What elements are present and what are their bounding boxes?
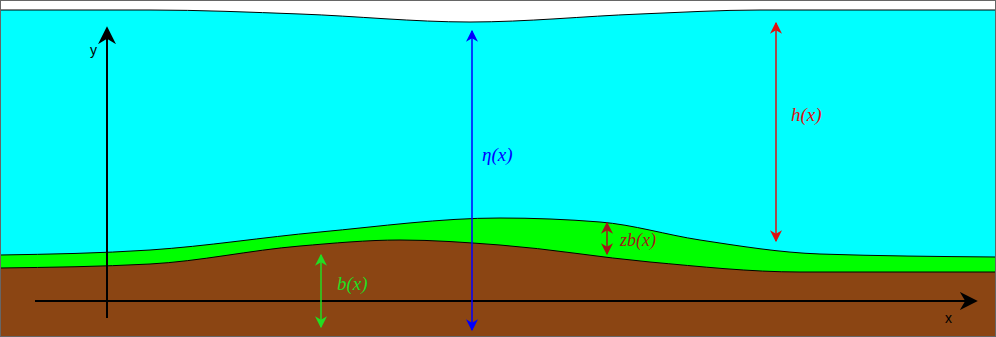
sediment-layer — [0, 218, 996, 337]
bed-label: b(x) — [337, 273, 368, 295]
sediment-arrow — [606, 223, 608, 254]
bed-arrow — [320, 255, 322, 327]
water-body — [0, 10, 996, 337]
axis-label: x — [945, 310, 952, 326]
eta-label: η(x) — [482, 144, 513, 166]
sediment-label: zb(x) — [620, 230, 656, 251]
x-axis — [35, 300, 976, 302]
y-axis — [106, 28, 108, 318]
depth-arrow — [775, 23, 777, 241]
depth-label: h(x) — [791, 104, 822, 126]
eta-arrow — [471, 31, 473, 330]
axis-label: y — [90, 42, 97, 58]
bed-rock — [0, 240, 996, 337]
